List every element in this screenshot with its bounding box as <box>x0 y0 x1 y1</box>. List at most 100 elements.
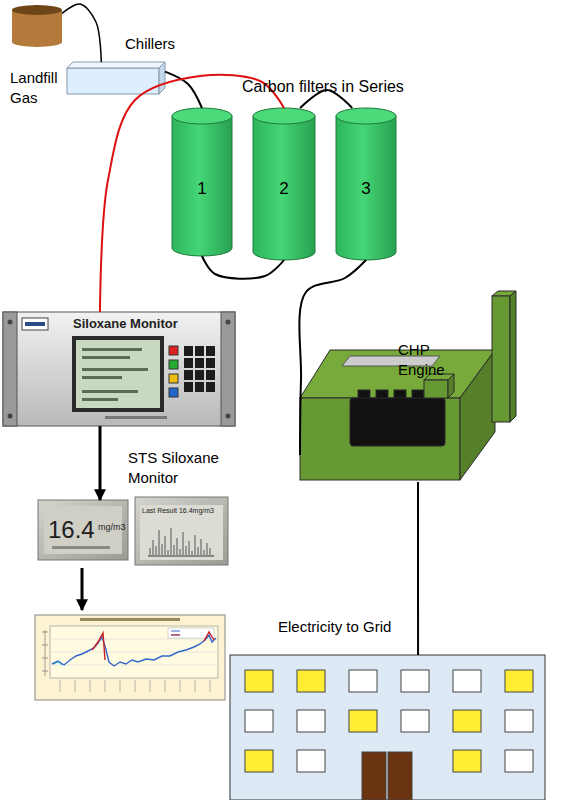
chiller-box <box>67 62 165 68</box>
chp-engine-drawing <box>510 291 516 422</box>
keypad <box>184 346 193 356</box>
reading-photo <box>38 500 128 560</box>
chp-engine-drawing <box>300 398 460 480</box>
monitor-panel <box>8 320 13 325</box>
building <box>297 710 325 732</box>
chp-engine: CHP Engine <box>300 292 522 482</box>
carbon-filter-cylinder <box>172 108 232 124</box>
carbon-filter-cylinder <box>172 116 232 256</box>
trend-chart <box>60 680 210 692</box>
carbon-filter-cylinder <box>336 116 396 260</box>
carbon-filter-cylinder <box>253 116 315 260</box>
panel-title: Siloxane Monitor <box>73 316 178 333</box>
keypad <box>206 370 215 380</box>
building <box>453 670 481 692</box>
chiller-box <box>159 62 165 94</box>
pipe-connector <box>299 260 366 455</box>
reading-photo: 16.4mg/m3 <box>38 500 128 560</box>
reading-unit: mg/m3 <box>98 522 126 534</box>
monitor-panel <box>82 398 118 401</box>
monitor-panel <box>169 346 178 355</box>
keypad <box>184 358 193 368</box>
keypad <box>184 382 193 392</box>
building <box>245 670 533 800</box>
unit-label: Chillers <box>125 34 175 54</box>
trend-chart <box>54 662 62 665</box>
chp-engine-drawing <box>424 380 448 398</box>
building <box>349 670 377 692</box>
keypad <box>195 382 204 392</box>
pipe-connector <box>62 4 101 62</box>
callout-number: 3 <box>336 178 396 200</box>
monitor-panel <box>22 318 48 330</box>
carbon-filter: 1 <box>172 108 232 256</box>
keypad <box>184 370 193 380</box>
reading-photo <box>52 546 110 549</box>
sample-line <box>100 75 284 312</box>
building <box>230 655 545 800</box>
carbon-filter: 2 <box>253 108 315 260</box>
trend-chart <box>35 615 225 700</box>
keypad <box>206 346 215 356</box>
monitor-panel <box>3 312 17 426</box>
result-photo <box>148 556 214 557</box>
flow-arrow <box>81 568 84 610</box>
grid-building: Electricity to Grid <box>230 655 545 800</box>
building <box>297 670 325 692</box>
carbon-filter-cylinder <box>253 108 315 124</box>
result-photo <box>135 497 228 565</box>
pipe-connector <box>98 426 101 500</box>
building <box>401 710 429 732</box>
monitor-panel <box>226 414 231 419</box>
chp-engine-drawing <box>460 350 495 480</box>
monitor-panel <box>3 312 235 426</box>
siloxane-monitor: Siloxane MonitorSTS Siloxane Monitor <box>3 312 235 426</box>
result-photo: Last Result 16.4mg/m3 <box>135 497 228 565</box>
gas-cylinder <box>12 5 62 47</box>
monitor-panel <box>3 312 235 426</box>
device-label: STS Siloxane Monitor <box>128 448 246 487</box>
keypad <box>195 346 204 356</box>
building <box>453 710 481 732</box>
gas-source: Landfill Gas <box>12 5 62 47</box>
building <box>505 750 533 772</box>
monitor-panel <box>76 340 160 408</box>
pipe-connector <box>417 482 419 655</box>
trend-chart <box>171 631 180 635</box>
building <box>453 750 481 772</box>
keypad <box>206 382 215 392</box>
monitor-panel <box>8 414 13 419</box>
group-heading: Carbon filters in Series <box>242 77 404 98</box>
callout-number: 1 <box>172 178 232 200</box>
carbon-filter-cylinder <box>172 108 396 260</box>
trend-chart <box>35 615 225 700</box>
result-photo <box>140 505 223 560</box>
trend-chart <box>92 632 214 660</box>
trend-chart <box>50 626 218 678</box>
building <box>230 655 545 800</box>
connector-group <box>62 4 418 655</box>
trend-chart <box>42 630 48 676</box>
result-photo <box>150 528 210 555</box>
reading-value: 16.4 <box>48 514 95 545</box>
building <box>401 670 429 692</box>
building <box>297 750 325 772</box>
building <box>349 710 377 732</box>
keypad <box>195 358 204 368</box>
building <box>245 710 273 732</box>
building <box>245 750 273 772</box>
reading-photo <box>38 500 128 560</box>
monitor-panel <box>105 416 167 419</box>
chp-engine-drawing <box>492 296 510 422</box>
building <box>245 670 273 692</box>
pipe-connector <box>202 256 284 279</box>
carbon-filter-cylinder <box>336 108 396 124</box>
result-photo <box>135 497 228 565</box>
result-text: Last Result 16.4mg/m3 <box>142 506 214 515</box>
engine-label: CHP Engine <box>398 340 458 379</box>
building <box>505 710 533 732</box>
monitor-panel <box>226 320 231 325</box>
